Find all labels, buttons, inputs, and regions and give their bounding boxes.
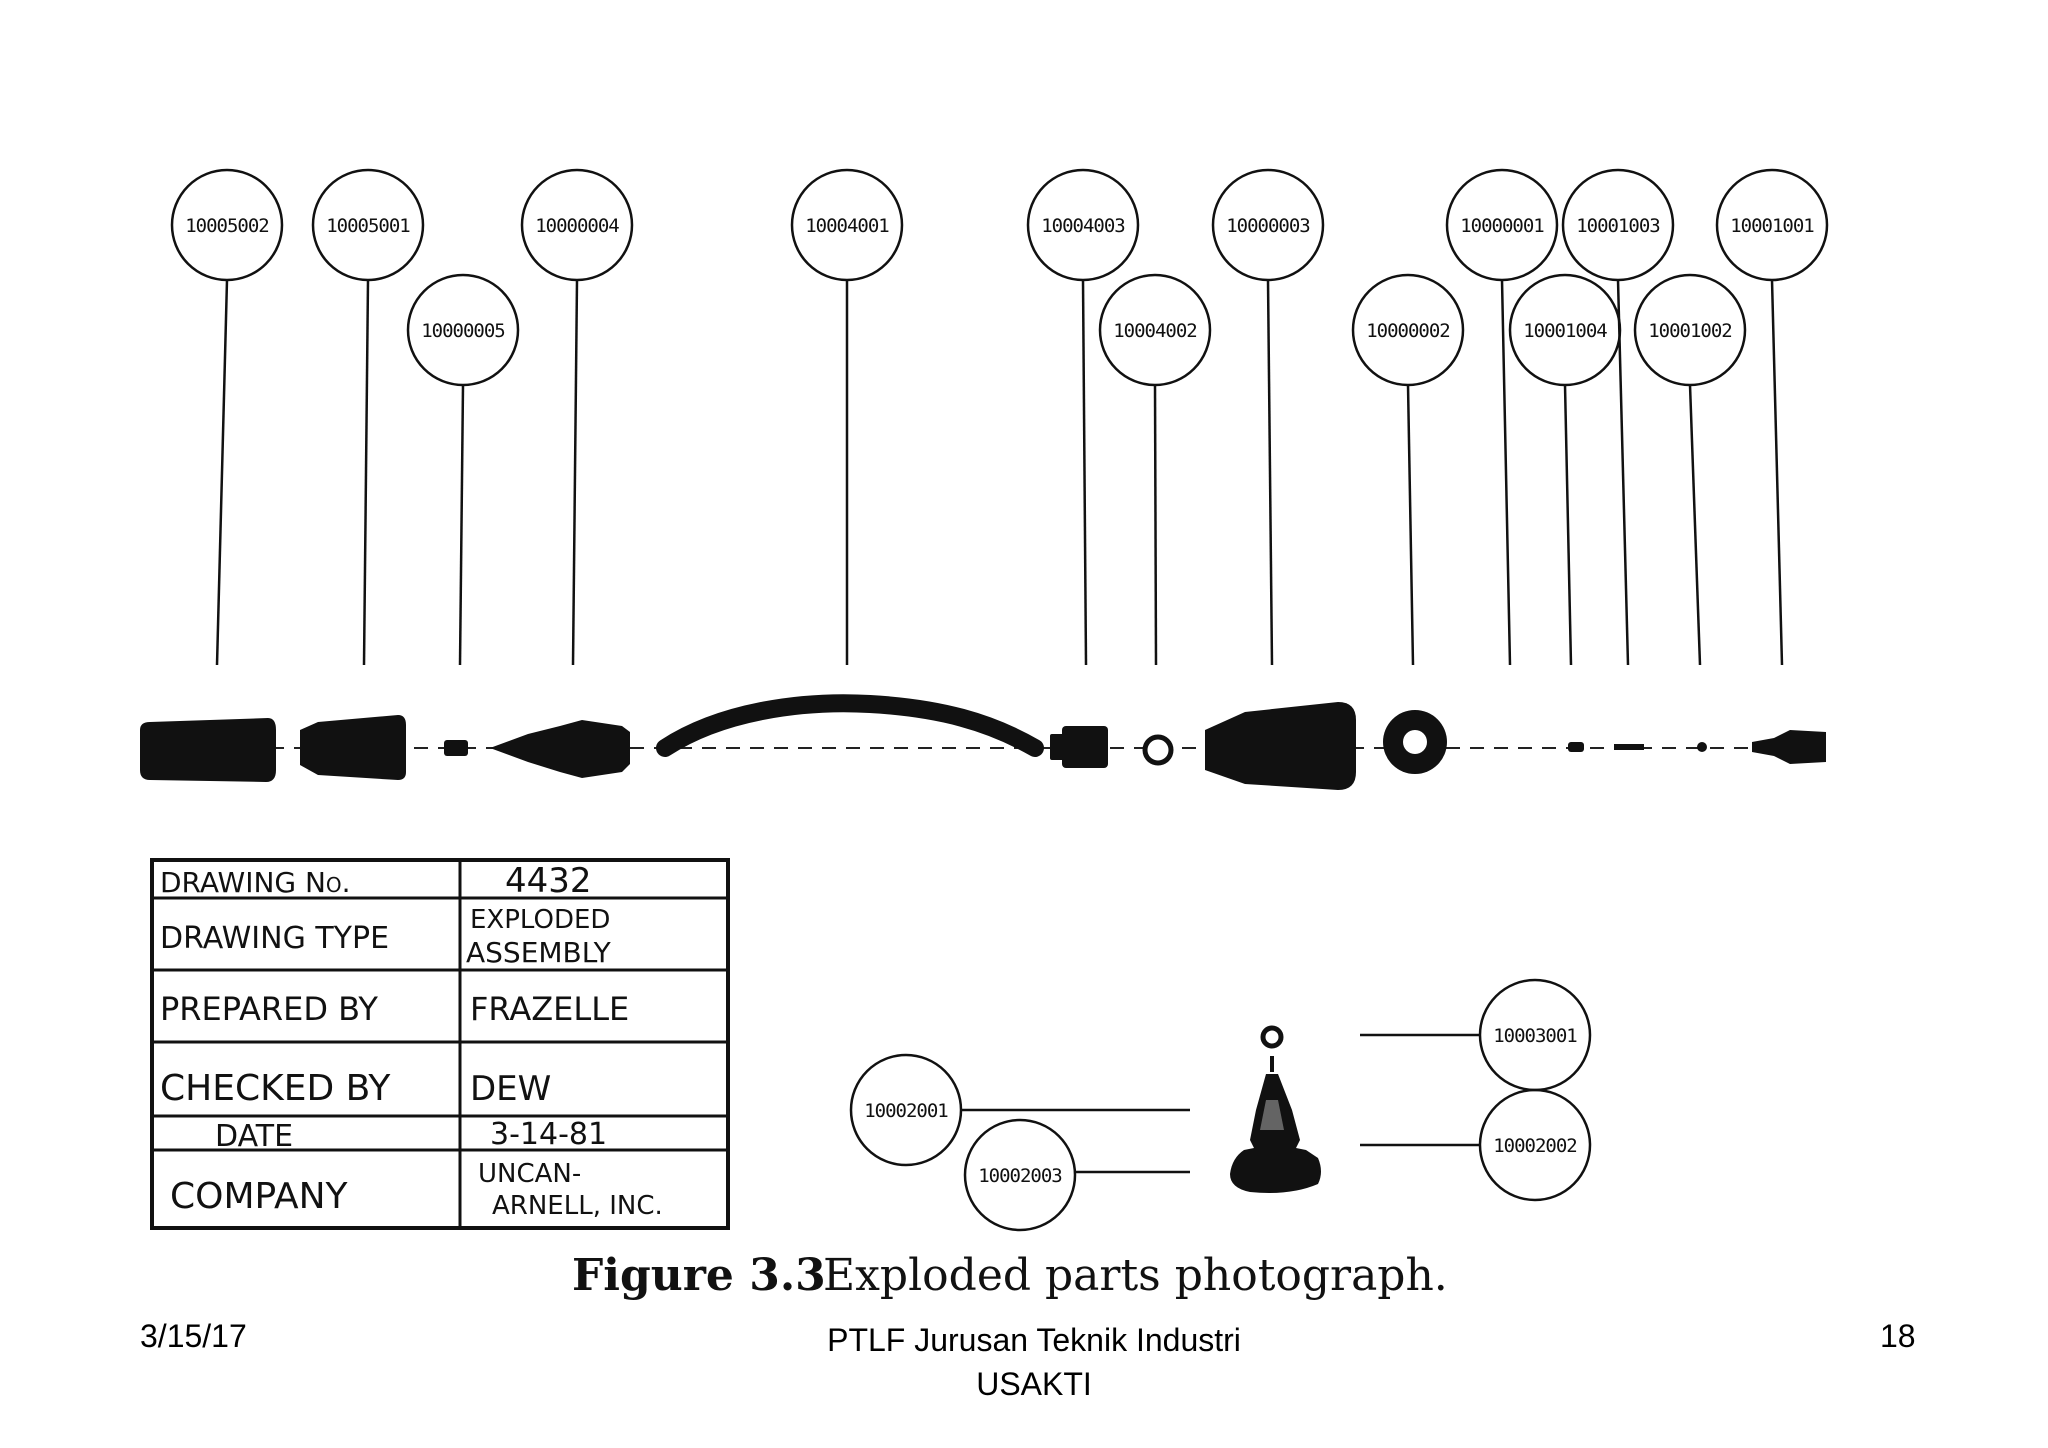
callout-labels-top: 10005002 10005001 10000005 10000004 1000… (185, 215, 1815, 342)
title-block-value: EXPLODED (470, 905, 610, 935)
sub-assembly (1230, 1025, 1321, 1193)
title-block-label: PREPARED BY (160, 990, 378, 1028)
callout-label: 10001002 (1648, 320, 1732, 342)
title-block-label: DRAWING TYPE (160, 921, 389, 956)
title-block-value: ASSEMBLY (466, 936, 612, 969)
part-spacer (444, 740, 468, 756)
title-block: DRAWING No. 4432 DRAWING TYPE EXPLODED A… (150, 858, 730, 1230)
part-spring (1614, 744, 1644, 750)
figure-title: Exploded parts photograph. (823, 1250, 1448, 1301)
part-small-oring (1142, 734, 1174, 766)
callout-10000004 (520, 168, 634, 666)
callout-label: 10004001 (805, 215, 889, 237)
callout-10001001 (1715, 168, 1829, 666)
callout-label: 10002002 (1493, 1135, 1577, 1157)
part-tiny-pin (1568, 742, 1584, 752)
title-block-value: UNCAN- (478, 1159, 581, 1189)
part-valve-body (1230, 1074, 1321, 1193)
callout-10005001 (311, 168, 425, 666)
footer-date: 3/15/17 (140, 1318, 247, 1354)
part-sleeve (300, 715, 406, 780)
footer-page-number: 18 (1880, 1318, 1916, 1354)
callout-10005002 (170, 168, 284, 666)
title-block-label: COMPANY (170, 1176, 348, 1217)
callout-label: 10002001 (864, 1100, 948, 1122)
figure-label: Figure 3.3 (572, 1250, 826, 1301)
callout-label: 10001001 (1730, 215, 1814, 237)
part-small-ring (1260, 1025, 1284, 1049)
callout-labels-bottom: 10002001 10002003 10003001 10002002 (864, 1025, 1578, 1187)
figure-caption: Figure 3.3 Exploded parts photograph. (572, 1250, 1448, 1301)
callout-label: 10000003 (1226, 215, 1310, 237)
title-block-value: 3-14-81 (490, 1117, 607, 1152)
footer-institution-line2: USAKTI (976, 1366, 1092, 1402)
callout-10002003 (963, 1118, 1190, 1232)
callout-label: 10005001 (326, 215, 410, 237)
part-collar (1062, 726, 1108, 768)
callout-10002001 (849, 1053, 1190, 1167)
part-tip (1752, 730, 1826, 764)
callout-10000002 (1351, 273, 1465, 666)
title-block-value: ARNELL, INC. (492, 1191, 663, 1221)
callout-label: 10004003 (1041, 215, 1125, 237)
callout-label: 10001003 (1576, 215, 1660, 237)
callout-10000001 (1445, 168, 1559, 666)
callout-10004003 (1026, 168, 1140, 666)
callout-label: 10002003 (978, 1165, 1062, 1187)
callout-label: 10000004 (535, 215, 619, 237)
callout-10000003 (1211, 168, 1325, 666)
callouts-top (170, 168, 1829, 666)
part-end-cap (140, 718, 276, 782)
callout-10001003 (1561, 168, 1675, 666)
callout-10004001 (790, 168, 904, 665)
part-tiny-ball (1697, 742, 1707, 752)
footer-institution-line1: PTLF Jurusan Teknik Industri (827, 1322, 1241, 1358)
callout-10004002 (1098, 273, 1212, 666)
part-housing (1205, 702, 1356, 790)
title-block-label: DRAWING No. (160, 866, 351, 899)
part-nozzle-fitting (490, 720, 630, 778)
title-block-value: DEW (470, 1069, 551, 1109)
part-curved-tube (656, 694, 1044, 757)
callouts-bottom (849, 978, 1592, 1232)
callout-label: 10000001 (1460, 215, 1544, 237)
title-block-value: 4432 (505, 861, 592, 901)
footer-institution: PTLF Jurusan Teknik Industri USAKTI (640, 1318, 1428, 1406)
callout-label: 10001004 (1523, 320, 1607, 342)
callout-10002002 (1360, 1088, 1592, 1202)
callout-label: 10004002 (1113, 320, 1197, 342)
callout-10001002 (1633, 273, 1747, 666)
callout-label: 10000002 (1366, 320, 1450, 342)
callout-10000005 (406, 273, 520, 666)
title-block-label: CHECKED BY (160, 1068, 391, 1109)
callout-label: 10000005 (421, 320, 505, 342)
callout-label: 10005002 (185, 215, 269, 237)
parts-row (140, 694, 1826, 790)
title-block-label: DATE (215, 1119, 293, 1154)
callout-label: 10003001 (1493, 1025, 1577, 1047)
title-block-value: FRAZELLE (470, 990, 629, 1028)
